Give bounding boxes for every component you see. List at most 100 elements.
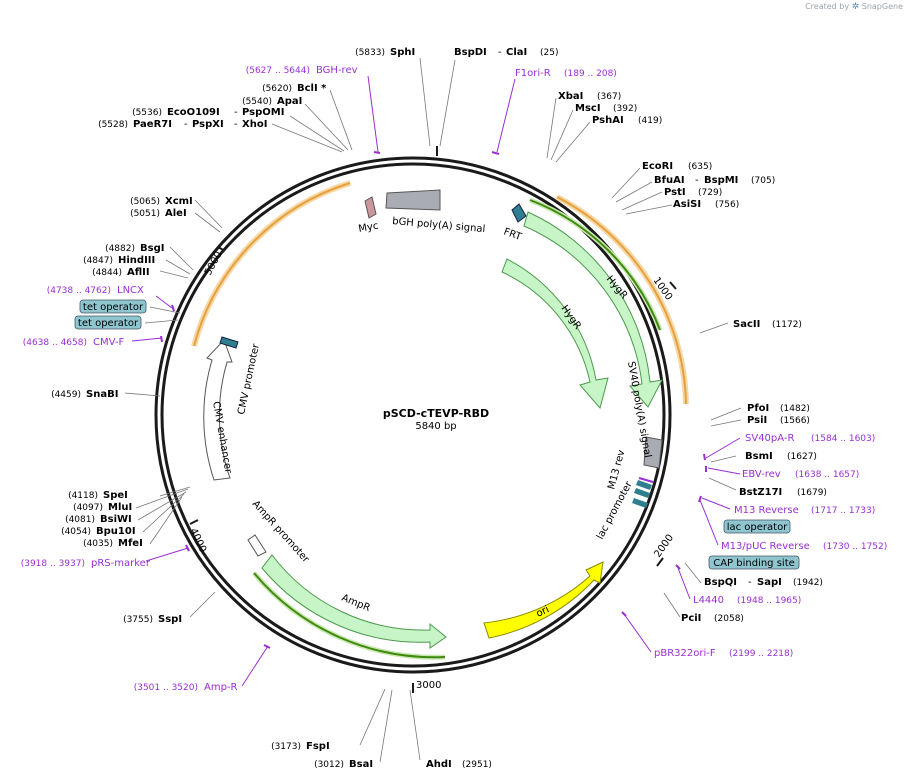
tick-2000-mark [656,557,664,567]
site-bfuai: BfuAI [654,175,685,186]
sv40-polya-feature [643,436,663,469]
myc-feature [364,196,377,219]
site-bsmi: BsmI [745,451,773,462]
primer-m13-reverse: M13 Reverse [734,505,799,516]
primer-cmv-f: CMV-F [93,337,124,348]
ampr-arrow [261,554,447,649]
snapgene-credit: Created by ✲ SnapGene [805,2,903,12]
site-mlui-pos: (4097) [73,503,103,513]
feature-ori-label: ori [535,604,551,619]
svg-text:-: - [498,47,502,58]
site-sacii: SacII [733,319,760,330]
site-ecori: EcoRI [642,161,673,172]
site-asisi-pos: (756) [715,200,739,210]
site-apai-pos: (5540) [242,97,272,107]
lac-operator-feature [634,488,650,498]
m13-rev-feature [636,480,652,490]
svg-text:lac operator: lac operator [727,522,788,533]
backbone-outer-ring [154,156,672,674]
plasmid-name: pSCD-cTEVP-RBD [383,407,489,420]
primer-cmv-f-range: (4638 .. 4658) [23,338,87,348]
site-xcmi: XcmI [165,196,193,207]
site-msci-pos: (392) [613,104,637,114]
site-snabi: SnaBI [86,389,118,400]
site-hindiii: HindIII [118,255,155,266]
site-bsai: BsaI [349,759,373,770]
site-bspmi: BspMI [704,175,738,186]
feature-frt-label: FRT [502,226,524,243]
credit-prefix: Created by [805,2,850,11]
site-bsiwi: BsiWI [100,514,132,525]
svg-text:CAP binding site: CAP binding site [713,558,795,569]
orange-arc-right [556,196,687,405]
site-sphi: SphI [390,47,415,58]
boxed-label-lac-operator: lac operator [723,519,791,534]
site-fspi: FspI [306,741,330,752]
site-aflii: AflII [127,267,150,278]
svg-text:tet operator: tet operator [78,318,139,329]
site-bcli: BclI * [297,83,327,94]
hygr-inner-arrow [501,258,609,410]
feature-ampr-label: AmpR [340,593,372,614]
restriction-site-labels: (5833) SphI BspDI - ClaI (25) (5620) Bcl… [51,47,827,770]
site-psti-pos: (729) [698,188,722,198]
site-pshai: PshAI [592,115,624,126]
site-paer7i-pos: (5528) [98,120,128,130]
site-msci: MscI [575,103,601,114]
site-paer7i: PaeR7I [133,119,172,130]
svg-text:-: - [695,175,699,186]
site-bstz17i-pos: (1679) [797,488,827,498]
tick-2000-label: 2000 [652,533,676,560]
site-bsmi-pos: (1627) [787,452,817,462]
primer-lncx-range: (4738 .. 4762) [47,286,111,296]
primer-m13-reverse-range: (1717 .. 1733) [811,506,875,516]
site-bsgi: BsgI [140,243,164,254]
primer-labels: (5627 .. 5644) BGH-rev F1ori-R (189 .. 2… [21,65,888,693]
primer-sv40pa-r: SV40pA-R [745,433,794,444]
svg-text:-: - [234,119,238,130]
feature-myc-label: Myc [358,221,380,235]
primer-pbr322ori-f-range: (2199 .. 2218) [729,649,793,659]
primer-prs-marker-range: (3918 .. 3937) [21,559,85,569]
ampr-promoter-feature [247,534,267,557]
svg-text:-: - [234,107,238,118]
lac-promoter-feature [632,498,648,508]
boxed-label-cap-binding-site: CAP binding site [708,555,800,570]
site-sspi: SspI [158,614,182,625]
tick-1000-mark [669,281,677,290]
snapgene-logo: ✲ [851,2,860,12]
site-spei: SpeI [103,490,128,501]
site-aflii-pos: (4844) [92,268,122,278]
site-sphi-pos: (5833) [355,48,385,58]
site-snabi-pos: (4459) [51,390,81,400]
primer-l4440: L4440 [693,595,724,606]
tick-5000-mark [217,246,226,252]
primer-f1ori-r-range: (189 .. 208) [564,69,617,79]
site-apai: ApaI [277,96,302,107]
site-clai-pos: (25) [540,48,558,58]
boxed-label-tet-operator-1: tet operator [79,299,147,314]
site-pfoi-pos: (1482) [780,404,810,414]
site-psti: PstI [664,187,686,198]
primer-ebv-rev-range: (1638 .. 1657) [795,470,859,480]
svg-text:-: - [748,577,752,588]
primer-m13-puc-reverse-range: (1730 .. 1752) [823,542,887,552]
site-bsiwi-pos: (4081) [65,515,95,525]
ori-arrow [483,561,604,639]
tick-3000-label: 3000 [416,680,441,691]
feature-bgh-polya-label: bGH poly(A) signal [392,216,486,235]
bgh-polya-feature [385,189,441,211]
site-psii-pos: (1566) [780,416,810,426]
cmv-promoter-feature [219,336,239,349]
site-mfei-pos: (4035) [83,539,113,549]
site-bspmi-pos: (705) [751,176,775,186]
site-bpu10i: Bpu10I [96,526,136,537]
primer-marks [160,151,707,649]
primer-leader-lines [131,75,741,687]
site-mfei: MfeI [118,538,143,549]
primer-bgh-rev-range: (5627 .. 5644) [246,66,310,76]
primer-amp-r: Amp-R [204,682,238,693]
site-pspomi: PspOMI [242,107,284,118]
site-xbai-pos: (367) [597,92,621,102]
site-pspxi: PspXI [192,119,224,130]
